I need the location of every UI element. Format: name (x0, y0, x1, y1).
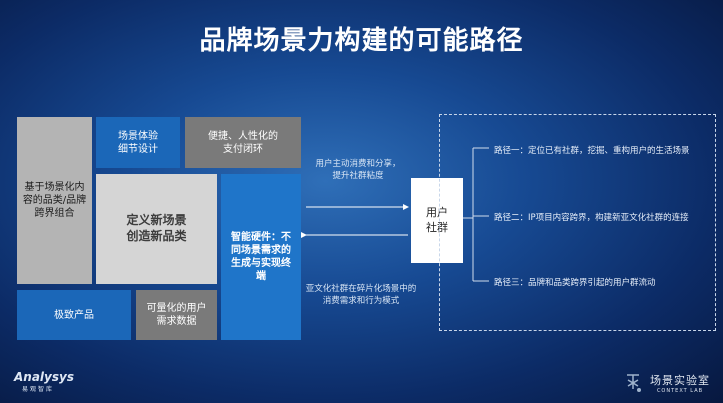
top-arrow-annotation: 用户主动消费和分享， 提升社群粘度 (315, 159, 401, 181)
smart-hardware-label: 智能硬件：不同场景需求的生成与实现终端 (231, 232, 291, 282)
context-lab-logo-subtext: CONTEXT LAB (656, 388, 704, 394)
convenience-label: 便捷、人性化的 支付闭环 (208, 130, 278, 155)
quantified-demand-box: 可量化的用户 需求数据 (136, 290, 217, 340)
user-community-label: 用户 社群 (426, 206, 448, 234)
scene-cross-box: 基于场景化内容的品类/品牌跨界组合 (17, 117, 92, 284)
quantified-demand-label: 可量化的用户 需求数据 (146, 303, 207, 327)
scene-experience-label: 场景体验 细节设计 (118, 130, 158, 155)
path-one-label: 路径一：定位已有社群，挖掘、重构用户的生活场景 (494, 146, 690, 156)
extreme-product-box: 极致产品 (17, 290, 131, 340)
new-category-label: 定义新场景 创造新品类 (126, 213, 187, 243)
context-lab-logo: 场景实验室 CONTEXT LAB (624, 372, 710, 394)
new-category-box: 定义新场景 创造新品类 (96, 174, 217, 284)
analysys-logo-subtext: 易观智库 (22, 386, 55, 393)
analysys-logo: Analysys 易观智库 (14, 370, 74, 393)
path-three-label: 路径三：品牌和品类跨界引起的用户群流动 (494, 278, 656, 288)
smart-hardware-box: 智能硬件：不同场景需求的生成与实现终端 (221, 174, 301, 340)
paths-container (439, 114, 716, 331)
scene-cross-label: 基于场景化内容的品类/品牌跨界组合 (22, 182, 87, 219)
extreme-product-label: 极致产品 (54, 309, 94, 321)
user-community-box: 用户 社群 (411, 178, 463, 263)
context-lab-logo-text: 场景实验室 (650, 374, 710, 387)
convenience-box: 便捷、人性化的 支付闭环 (185, 117, 301, 168)
path-two-label: 路径二：IP项目内容跨界，构建新亚文化社群的连接 (494, 213, 689, 223)
bottom-arrow-annotation: 亚文化社群在碎片化场景中的 消费需求和行为模式 (305, 284, 417, 306)
analysys-logo-text: Analysys (14, 370, 74, 384)
page-title: 品牌场景力构建的可能路径 (199, 26, 524, 56)
context-lab-mark-icon (627, 374, 641, 392)
scene-experience-box: 场景体验 细节设计 (96, 117, 180, 168)
